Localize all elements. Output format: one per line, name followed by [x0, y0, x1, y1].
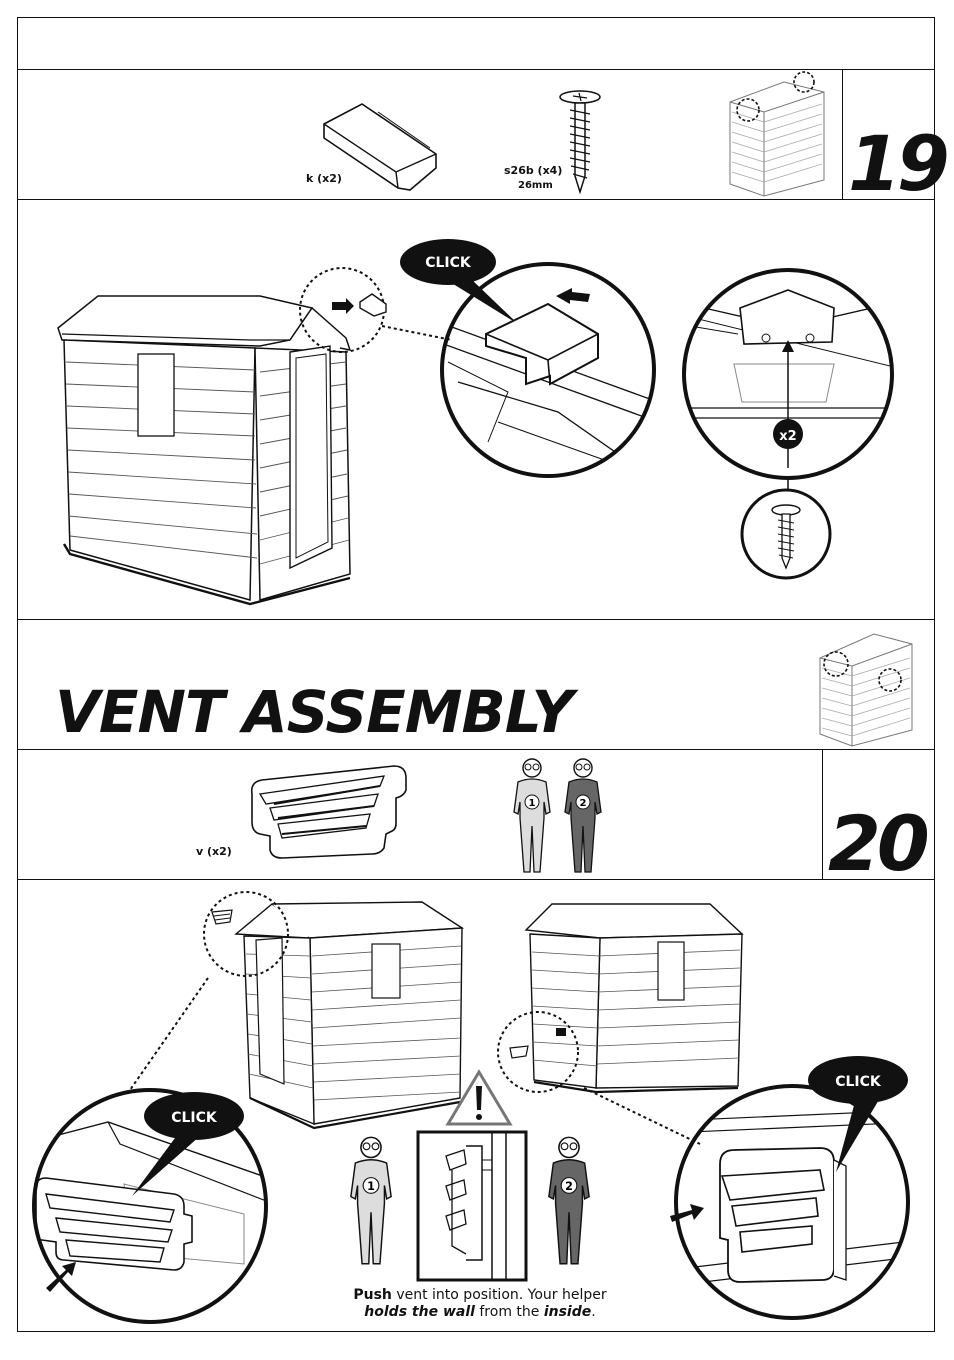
warning-icon: [445, 1069, 513, 1126]
caption-emphasis: inside: [543, 1304, 592, 1320]
step-number: 19: [848, 119, 950, 208]
shed-illustration: [57, 295, 352, 606]
caption-text: from the: [474, 1304, 544, 1320]
shed-illustration: [524, 903, 744, 1094]
person-1-icon: 1: [350, 1136, 392, 1265]
person-2-icon: 2: [564, 758, 602, 873]
detail-marker: [497, 1011, 579, 1093]
zoom-detail-circle: [32, 1088, 268, 1324]
shed-illustration: [234, 901, 465, 1130]
zoom-detail-circle: x2: [682, 268, 894, 480]
click-callout: CLICK: [132, 1092, 244, 1196]
divider: [842, 69, 843, 199]
caption-emphasis: Push: [353, 1287, 392, 1303]
part-label: k (x2): [306, 172, 342, 185]
click-callout: CLICK: [400, 239, 518, 324]
divider: [822, 749, 823, 879]
divider: [17, 199, 935, 200]
shed-thumbnail-icon: [729, 71, 825, 197]
section-title: VENT ASSEMBLY: [55, 678, 574, 746]
click-label: CLICK: [835, 1074, 882, 1090]
part-label: s26b (x4): [504, 164, 563, 177]
divider: [17, 619, 935, 620]
vent-part-icon: [250, 765, 407, 859]
screw-icon: [559, 90, 601, 195]
click-label: CLICK: [171, 1110, 218, 1126]
zoom-detail-circle: [440, 262, 656, 478]
person-2-icon: 2: [548, 1136, 590, 1265]
screw-detail-circle: [740, 478, 832, 580]
detail-marker: [299, 267, 387, 353]
page-frame: [17, 17, 935, 1332]
instruction-caption: Push vent into position. Your helper hol…: [300, 1287, 660, 1321]
roof-cap-part-icon: [323, 103, 437, 191]
inside-view-diagram: [416, 1130, 528, 1282]
divider: [17, 69, 935, 70]
divider: [17, 879, 935, 880]
shed-thumbnail-icon: [819, 633, 913, 747]
detail-marker: [203, 891, 289, 977]
caption-text: vent into position. Your helper: [391, 1287, 607, 1303]
caption-emphasis: holds the wall: [364, 1304, 475, 1320]
click-label: CLICK: [425, 255, 472, 271]
person-1-icon: 1: [513, 758, 551, 873]
dotted-leader-line: [129, 977, 701, 1145]
person-number: 2: [580, 798, 587, 809]
divider: [17, 749, 935, 750]
part-sub-label: 26mm: [518, 180, 553, 191]
person-number: 1: [529, 798, 536, 809]
person-number: 2: [565, 1180, 573, 1193]
step-number: 20: [828, 799, 930, 888]
caption-text: .: [591, 1304, 596, 1320]
click-callout: CLICK: [808, 1056, 908, 1172]
multiplier-label: x2: [779, 429, 796, 444]
zoom-detail-circle: [670, 1084, 910, 1320]
person-number: 1: [367, 1180, 375, 1193]
part-label: v (x2): [196, 845, 232, 858]
